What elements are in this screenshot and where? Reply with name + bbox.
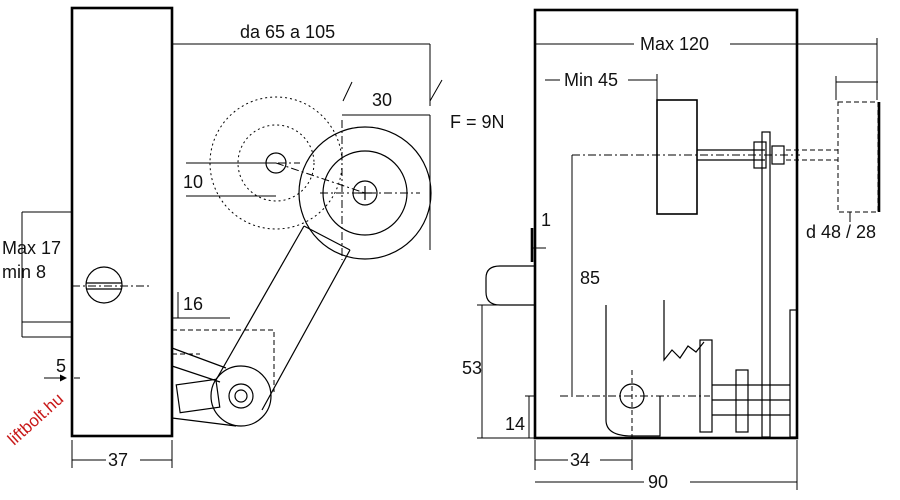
label-53: 53 — [462, 358, 482, 378]
label-16: 16 — [183, 294, 203, 314]
dimension-labels: da 65 a 105 30 F = 9N 10 Max 17 min 8 16… — [2, 22, 876, 492]
lock-casing — [533, 8, 799, 440]
label-34: 34 — [570, 450, 590, 470]
lower-mechanism — [560, 300, 798, 438]
lock-body-plate — [70, 6, 174, 438]
external-knob — [837, 101, 881, 213]
label-90: 90 — [648, 472, 668, 492]
label-max17: Max 17 — [2, 238, 61, 258]
label-5: 5 — [56, 356, 66, 376]
spindle — [572, 141, 838, 169]
pivot-link — [171, 329, 275, 427]
side-view — [21, 6, 443, 468]
watermark: liftbolt.hu — [4, 389, 67, 449]
label-force: F = 9N — [450, 112, 505, 132]
lever-arm — [215, 225, 351, 411]
front-view — [477, 8, 881, 490]
label-10: 10 — [183, 172, 203, 192]
label-diameter: d 48 / 28 — [806, 222, 876, 242]
label-14: 14 — [505, 414, 525, 434]
label-85: 85 — [580, 268, 600, 288]
latch-tongue — [485, 228, 536, 306]
latch-bolt-symbol — [72, 266, 150, 304]
solenoid-block — [656, 99, 698, 215]
label-min45: Min 45 — [564, 70, 618, 90]
label-37: 37 — [108, 450, 128, 470]
vertical-rod — [761, 131, 771, 438]
label-max120: Max 120 — [640, 34, 709, 54]
dimension-lines-left — [21, 43, 443, 468]
label-1: 1 — [541, 210, 551, 230]
dimension-lines-right — [477, 38, 878, 490]
label-min8: min 8 — [2, 262, 46, 282]
label-range-65-105: da 65 a 105 — [240, 22, 335, 42]
label-30: 30 — [372, 90, 392, 110]
